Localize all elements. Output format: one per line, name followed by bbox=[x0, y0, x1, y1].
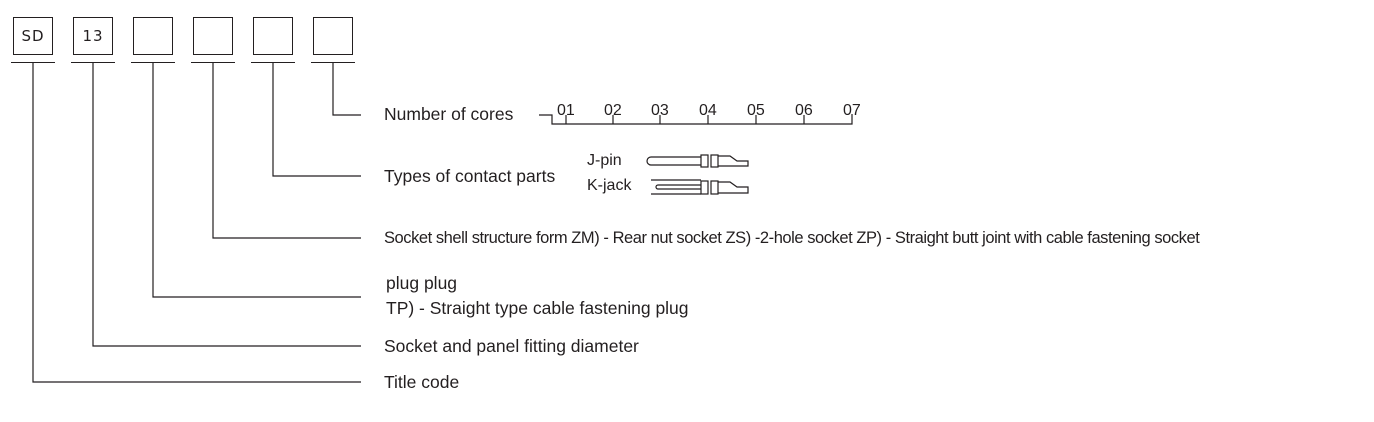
label-plug-line1: plug plug bbox=[386, 273, 458, 293]
core-number: 02 bbox=[604, 102, 622, 119]
label-contact-types: Types of contact parts bbox=[384, 166, 556, 186]
pin-icon bbox=[646, 154, 749, 168]
leader-shell bbox=[212, 62, 361, 239]
code-box-plug-type bbox=[133, 17, 173, 55]
label-title-code: Title code bbox=[384, 372, 460, 392]
code-box-text: SD bbox=[21, 27, 45, 45]
label-number-of-cores: Number of cores bbox=[384, 104, 514, 124]
leader-diameter bbox=[92, 62, 361, 347]
code-box-text: 13 bbox=[82, 27, 104, 45]
core-number: 07 bbox=[843, 102, 861, 119]
leader-plug bbox=[152, 62, 361, 298]
core-number: 03 bbox=[651, 102, 669, 119]
core-number: 06 bbox=[795, 102, 813, 119]
leader-cores bbox=[332, 62, 361, 116]
core-number: 05 bbox=[747, 102, 765, 119]
jack-icon bbox=[651, 179, 749, 195]
code-box-diameter: 13 bbox=[73, 17, 113, 55]
cores-scale-ticks bbox=[565, 115, 805, 124]
label-socket-shell: Socket shell structure form ZM) - Rear n… bbox=[384, 229, 1200, 247]
code-box-cores bbox=[313, 17, 353, 55]
core-number: 01 bbox=[557, 102, 575, 119]
core-number: 04 bbox=[699, 102, 717, 119]
label-fitting-diameter: Socket and panel fitting diameter bbox=[384, 336, 639, 356]
cores-scale-line bbox=[539, 114, 853, 125]
contact-type-jack: K-jack bbox=[587, 177, 632, 194]
leader-title bbox=[32, 62, 361, 383]
leader-contact bbox=[272, 62, 361, 177]
label-plug-line2: TP) - Straight type cable fastening plug bbox=[386, 298, 689, 318]
code-box-series: SD bbox=[13, 17, 53, 55]
code-box-contact-type bbox=[253, 17, 293, 55]
contact-type-pin: J-pin bbox=[587, 152, 622, 169]
code-box-shell-form bbox=[193, 17, 233, 55]
